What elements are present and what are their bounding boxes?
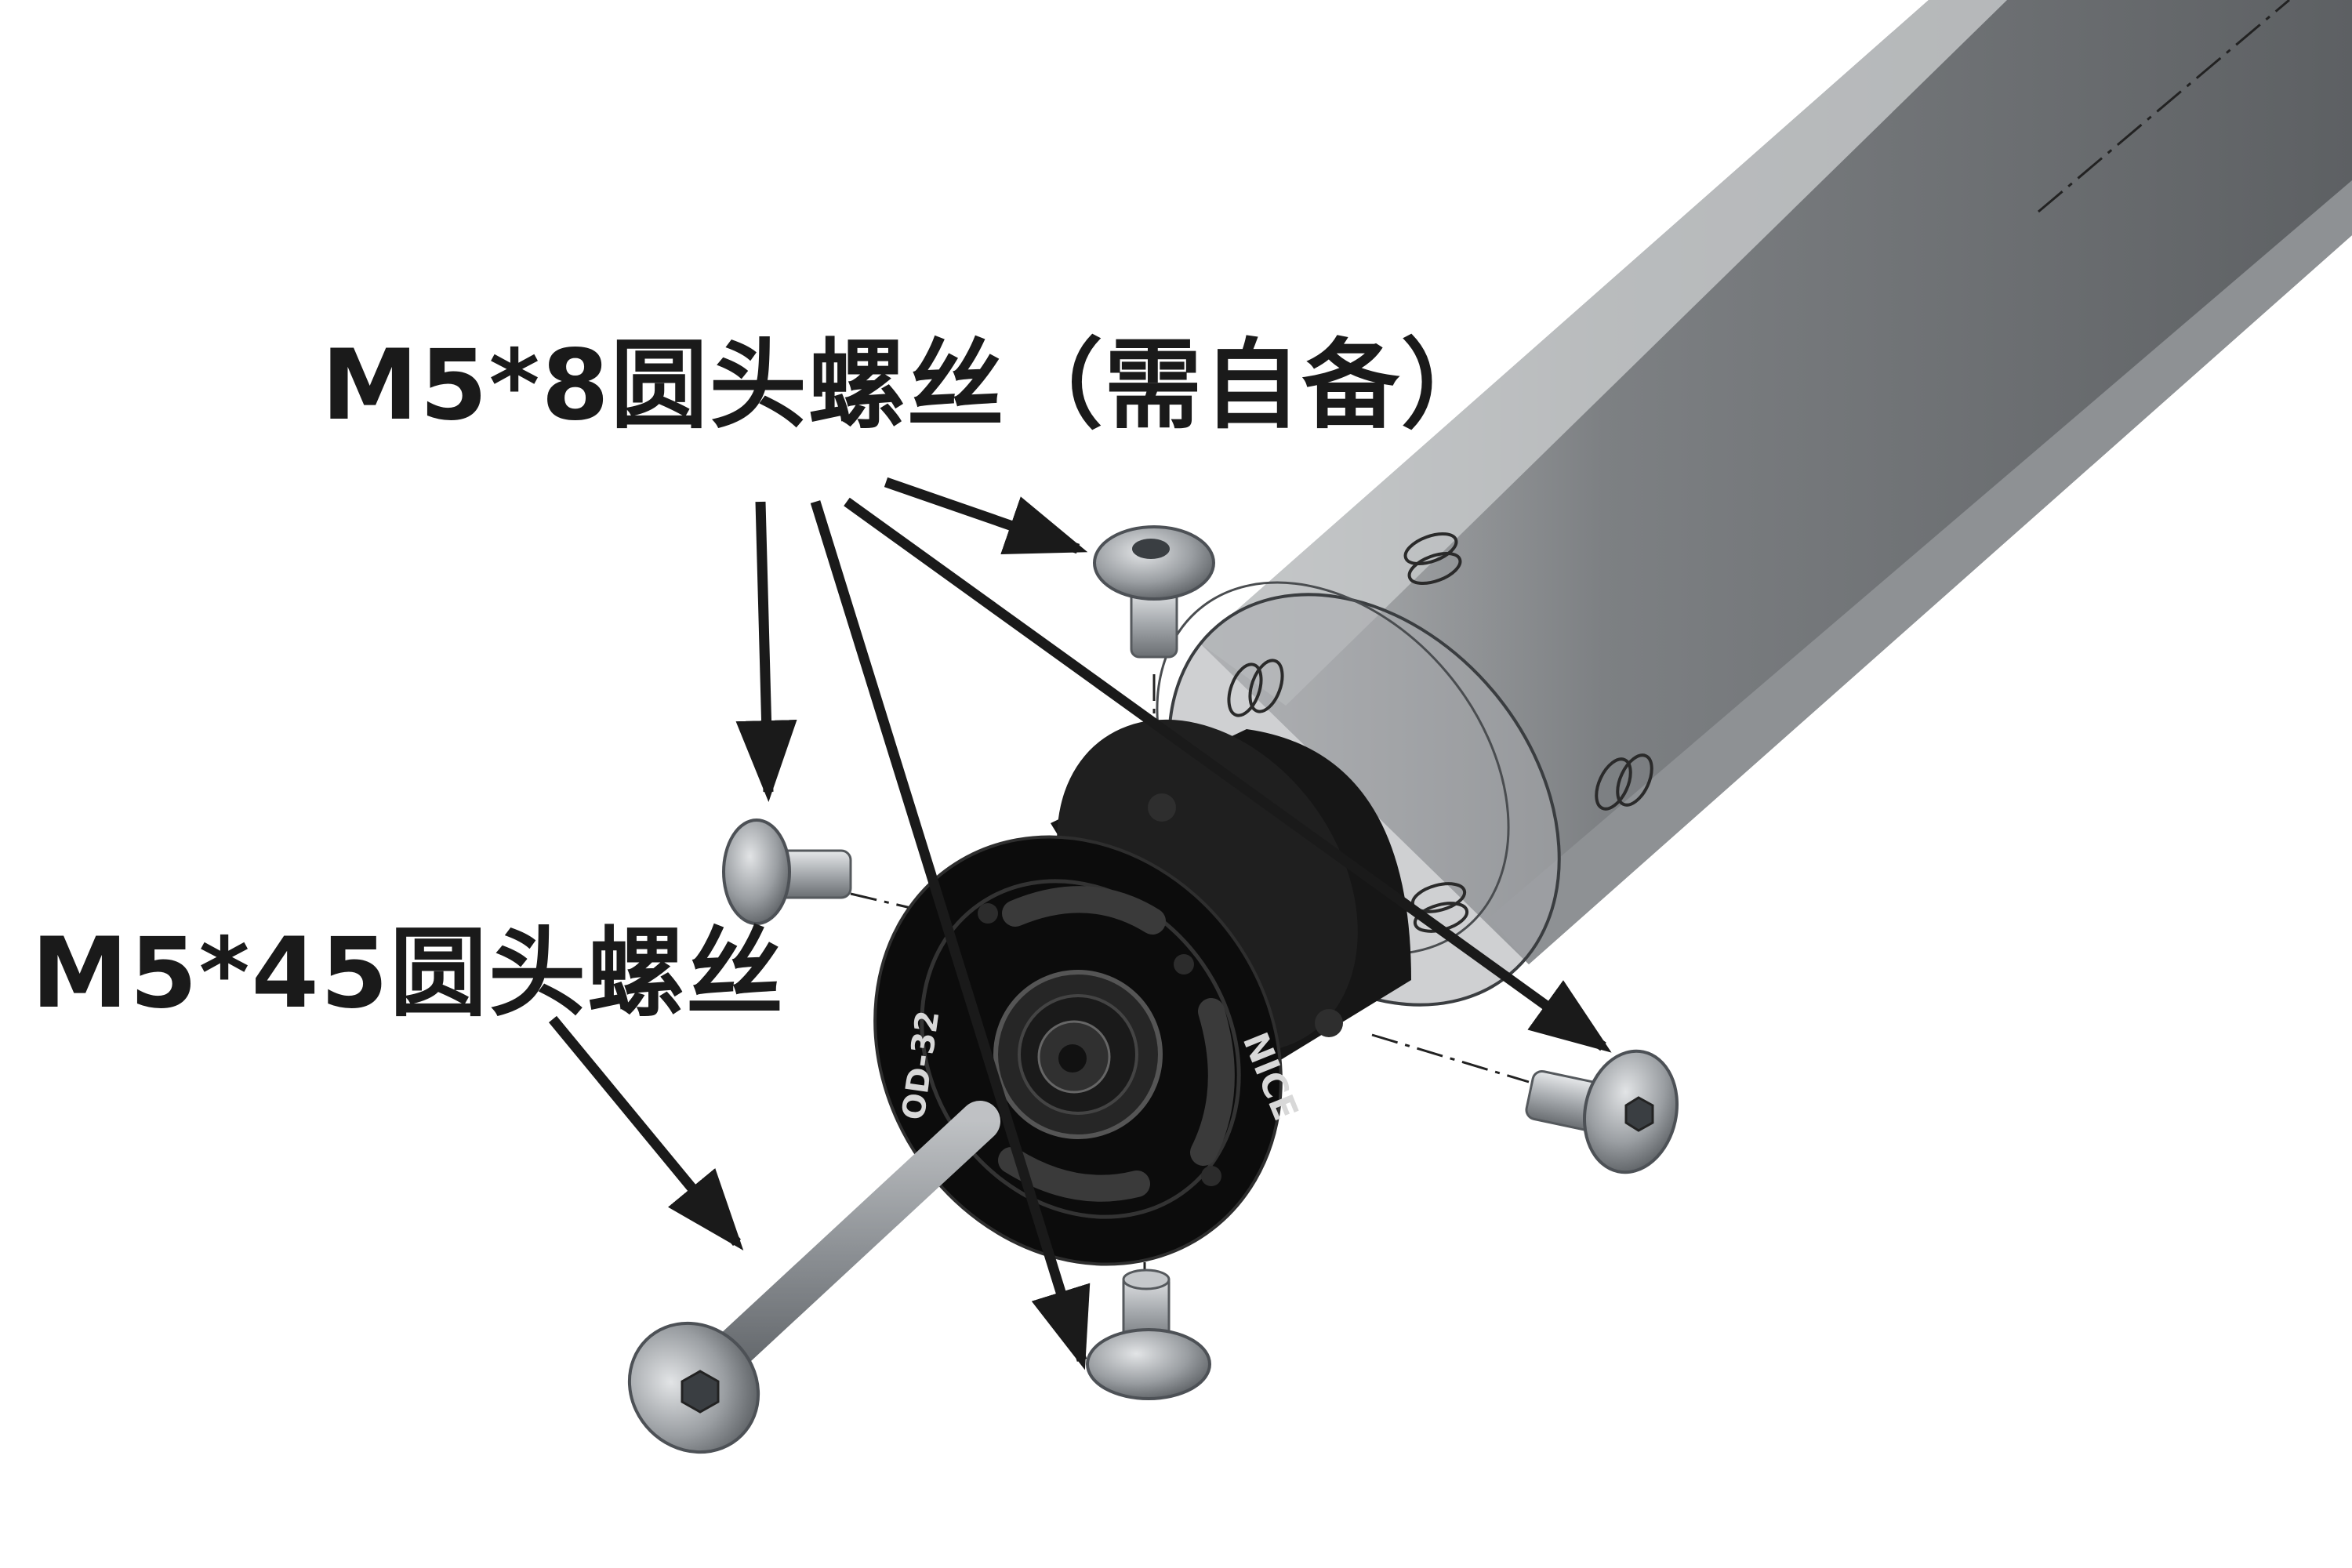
tube-shadow-edge bbox=[1490, 180, 2352, 964]
plug-side-hole bbox=[1315, 1009, 1343, 1037]
plug-axle-hole bbox=[1058, 1044, 1087, 1073]
hex-socket-icon bbox=[1624, 1096, 1654, 1132]
short-screw-right bbox=[1525, 1049, 1679, 1174]
tube-hole-right bbox=[1595, 753, 1653, 811]
short-screw-left bbox=[722, 818, 852, 925]
callout-short-screws: M5*8圆头螺丝（需自备） bbox=[321, 329, 1500, 442]
plug-screw-hole bbox=[1201, 1166, 1221, 1186]
pointer-arrows bbox=[548, 477, 1612, 1370]
screw-head bbox=[1086, 1328, 1211, 1400]
hex-socket-icon bbox=[681, 1370, 720, 1414]
long-screw bbox=[627, 1101, 1000, 1454]
arrow-to-long-screw bbox=[548, 1015, 744, 1251]
short-screw-top bbox=[1093, 525, 1215, 659]
plug-side-hole bbox=[1148, 793, 1176, 822]
arrow-to-bottom-screw bbox=[810, 500, 1091, 1370]
arrow-to-top-screw bbox=[884, 477, 1088, 555]
screw-head bbox=[1093, 525, 1215, 601]
short-screw-bottom bbox=[1086, 1269, 1211, 1400]
tube-centerline bbox=[2038, 0, 2290, 213]
plug-slot-right bbox=[1190, 998, 1235, 1166]
screw-shank-end bbox=[1122, 1269, 1171, 1290]
tube-hole-left bbox=[1227, 659, 1284, 717]
arrow-to-right-screw bbox=[844, 497, 1612, 1053]
plug-screw-hole bbox=[978, 903, 998, 924]
screw-head bbox=[722, 818, 791, 925]
callout-long-screw: M5*45圆头螺丝 bbox=[31, 917, 786, 1030]
long-screw-shaft bbox=[693, 1101, 1000, 1388]
end-plug: NICE OD-32 bbox=[873, 719, 1411, 1266]
hex-socket-icon bbox=[1132, 539, 1170, 559]
tube-hole-top bbox=[1403, 532, 1462, 586]
arrow-to-left-screw bbox=[735, 501, 797, 802]
tube-highlight-edge bbox=[1200, 0, 2007, 706]
plug-screw-hole bbox=[1174, 954, 1194, 975]
plug-slot-upper bbox=[1002, 886, 1166, 935]
